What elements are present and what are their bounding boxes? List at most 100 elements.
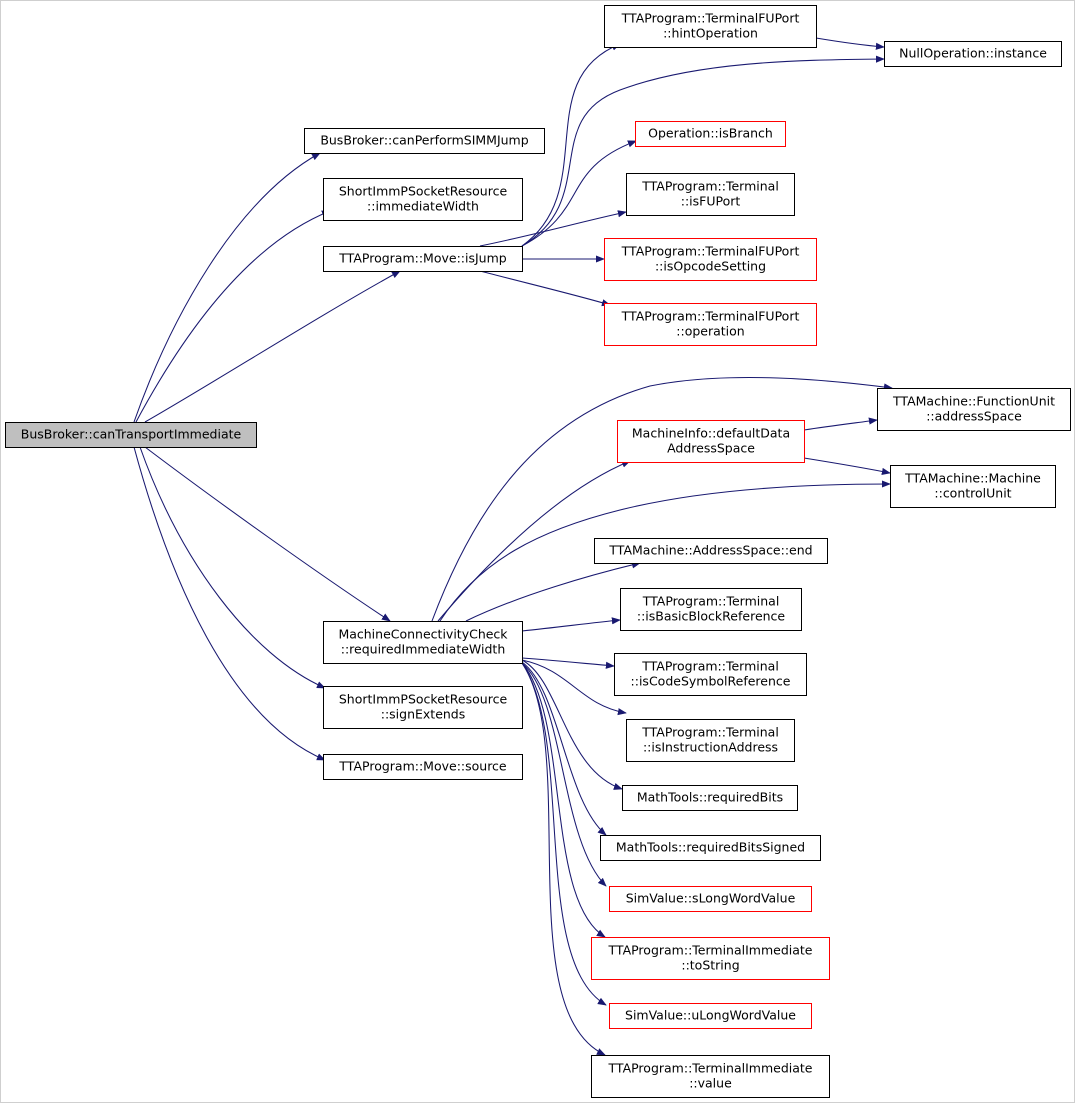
edge-arrow [521,662,606,1056]
node-label: ::operation [676,324,744,339]
node-box[interactable] [323,621,523,664]
node-box[interactable] [626,719,795,762]
node-label: ::controlUnit [934,486,1011,501]
edge-default-data-address-space-to-control-unit [803,457,891,475]
node-label: AddressSpace [667,441,755,456]
node-box[interactable] [604,303,817,346]
node-label: TTAProgram::Terminal [642,594,780,609]
edge-arrow [815,37,885,50]
edge-required-immediate-width-to-s-long-word-value [521,662,607,887]
edge-is-jump-to-is-branch [521,140,637,247]
edge-arrow [465,561,641,622]
node-can-perform-simmjump[interactable]: BusBroker::canPerformSIMMJump [304,128,545,154]
node-box[interactable] [890,465,1056,508]
nodes-layer: BusBroker::canTransportImmediate BusBroke… [5,5,1071,1098]
node-is-fuport[interactable]: TTAProgram::Terminal::isFUPort [626,173,795,216]
edge-required-immediate-width-to-to-string [521,662,606,938]
node-required-bits-signed[interactable]: MathTools::requiredBitsSigned [600,835,821,861]
node-required-bits[interactable]: MathTools::requiredBits [622,785,798,811]
node-hint-operation[interactable]: TTAProgram::TerminalFUPort::hintOperatio… [604,5,817,48]
node-is-basic-block-reference[interactable]: TTAProgram::Terminal::isBasicBlockRefere… [620,588,802,631]
node-box[interactable] [304,128,545,154]
node-label: TTAMachine::AddressSpace::end [608,543,812,558]
node-box[interactable] [600,835,821,861]
node-is-code-symbol-reference[interactable]: TTAProgram::Terminal::isCodeSymbolRefere… [614,653,807,696]
node-source[interactable]: TTAProgram::Move::source [323,754,523,780]
node-box[interactable] [614,653,807,696]
node-box[interactable] [323,246,523,272]
node-as-end[interactable]: TTAMachine::AddressSpace::end [594,538,828,564]
node-box[interactable] [884,41,1062,67]
edge-required-immediate-width-to-as-end [465,561,641,622]
node-box[interactable] [626,173,795,216]
node-box[interactable] [635,121,786,147]
edge-arrow [521,662,606,938]
node-label: ::immediateWidth [367,199,479,214]
node-label: ::signExtends [381,707,466,722]
node-control-unit[interactable]: TTAMachine::Machine::controlUnit [890,465,1056,508]
edge-arrow [479,210,627,247]
edge-is-jump-to-hint-operation [521,43,621,247]
node-sign-extends[interactable]: ShortImmPSocketResource::signExtends [323,686,523,729]
node-null-instance[interactable]: NullOperation::instance [884,41,1062,67]
node-box[interactable] [323,754,523,780]
node-label: ::isCodeSymbolReference [631,674,791,689]
edge-arrow [521,662,607,887]
node-label: BusBroker::canPerformSIMMJump [320,133,528,148]
node-box[interactable] [5,422,257,448]
node-required-immediate-width[interactable]: MachineConnectivityCheck::requiredImmedi… [323,621,523,664]
edge-required-immediate-width-to-is-basic-block-reference [521,617,621,632]
node-label: ::isBasicBlockReference [637,609,786,624]
node-imm-value[interactable]: TTAProgram::TerminalImmediate::value [591,1055,830,1098]
node-label: Operation::isBranch [648,126,773,141]
edge-arrow [521,43,621,247]
node-label: ShortImmPSocketResource [339,692,508,707]
node-box[interactable] [609,886,812,912]
node-to-string[interactable]: TTAProgram::TerminalImmediate::toString [591,937,830,980]
edge-arrow [144,446,391,622]
node-label: TTAProgram::Terminal [641,659,779,674]
node-is-jump[interactable]: TTAProgram::Move::isJump [323,246,523,272]
node-label: BusBroker::canTransportImmediate [21,427,242,442]
node-root[interactable]: BusBroker::canTransportImmediate [5,422,257,448]
node-is-opcode-setting[interactable]: TTAProgram::TerminalFUPort::isOpcodeSett… [604,238,817,281]
edge-arrow [139,446,326,689]
node-label: MathTools::requiredBits [637,790,783,805]
edge-root-to-immediate-width [135,210,331,423]
node-box[interactable] [604,5,817,48]
edge-required-immediate-width-to-u-long-word-value [521,662,607,1006]
node-u-long-word-value[interactable]: SimValue::uLongWordValue [609,1003,812,1029]
node-box[interactable] [620,588,802,631]
edge-hint-operation-to-null-instance [815,37,885,50]
edge-arrow [803,417,878,431]
node-box[interactable] [323,686,523,729]
node-operation[interactable]: TTAProgram::TerminalFUPort::operation [604,303,817,346]
node-box[interactable] [591,937,830,980]
node-box[interactable] [323,178,523,221]
node-box[interactable] [877,388,1071,431]
edge-default-data-address-space-to-fu-address-space [803,417,878,431]
edge-arrow [431,376,893,622]
node-label: TTAMachine::FunctionUnit [892,394,1055,409]
node-s-long-word-value[interactable]: SimValue::sLongWordValue [609,886,812,912]
edge-arrow [135,210,331,423]
node-label: ::hintOperation [663,26,758,41]
edge-arrow [521,661,607,836]
node-is-branch[interactable]: Operation::isBranch [635,121,786,147]
node-label: ::isInstructionAddress [643,740,778,755]
node-label: TTAProgram::Terminal [641,179,779,194]
edge-required-immediate-width-to-imm-value [521,662,606,1056]
node-box[interactable] [622,785,798,811]
node-box[interactable] [604,238,817,281]
node-label: MachineConnectivityCheck [338,627,508,642]
node-box[interactable] [591,1055,830,1098]
node-box[interactable] [609,1003,812,1029]
node-box[interactable] [617,420,805,463]
node-is-instruction-address[interactable]: TTAProgram::Terminal::isInstructionAddre… [626,719,795,762]
edge-arrow [479,270,611,307]
node-fu-address-space[interactable]: TTAMachine::FunctionUnit::addressSpace [877,388,1071,431]
node-immediate-width[interactable]: ShortImmPSocketResource::immediateWidth [323,178,523,221]
node-box[interactable] [594,538,828,564]
